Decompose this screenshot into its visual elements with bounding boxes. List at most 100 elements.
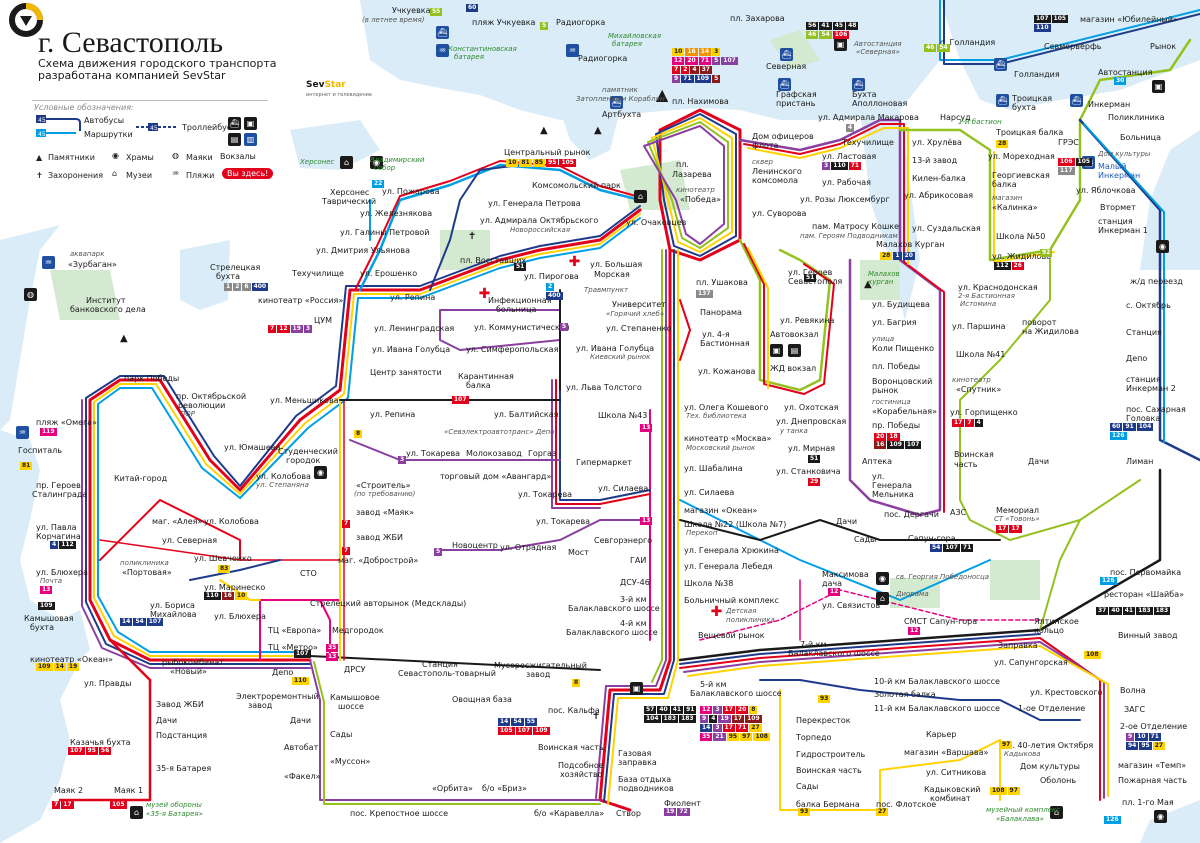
route-number-badge: 3 <box>303 325 313 333</box>
route-number-badge: 71 <box>681 75 694 83</box>
station-label: СМСТ Сапун-гора <box>904 617 978 626</box>
legend-minibus-num: 45 <box>38 131 46 138</box>
route-number-badge: 71 <box>848 162 862 170</box>
station-label: городок <box>286 456 321 465</box>
station-label: ДСУ-46 <box>620 578 650 587</box>
route-number-badge: 54 <box>511 718 524 726</box>
station-label: Автовокзал <box>770 330 819 339</box>
station-label: Лазарева <box>672 170 712 179</box>
station-label: магазин «Океан» <box>684 506 758 515</box>
station-label: пляж «Омега» <box>36 418 98 427</box>
route-bundle-southwest <box>58 289 691 805</box>
route-number-badge: 7 <box>965 419 974 427</box>
route-number-badge: 183 <box>679 715 696 723</box>
station-label: Стрелецкая <box>210 263 261 272</box>
route-number-badge: 3 <box>713 706 722 714</box>
route-number-badge: 4 <box>50 541 59 549</box>
station-label: Воинская часть <box>538 743 604 752</box>
station-label: Воронцовский <box>872 377 933 386</box>
route-number-badge: 71 <box>1148 733 1161 741</box>
route-badge-group: 110 <box>1034 24 1051 32</box>
route-number-badge: 54 <box>937 44 950 52</box>
station-label: ул. Хрулёва <box>912 138 962 147</box>
station-label: «Спутник» <box>956 385 1002 394</box>
station-label: ул. 4-я <box>702 330 730 339</box>
route-number-badge: 10 <box>672 48 685 56</box>
station-label: ул. Горпищенко <box>950 408 1018 417</box>
station-label: 1-ое Отделение <box>1018 704 1086 713</box>
route-number-badge: 37 <box>1096 607 1109 615</box>
station-label: ЖД вокзал <box>770 364 817 373</box>
route-number-badge: 9 <box>672 75 681 83</box>
station-label: пл. 40-летия Октября <box>1002 741 1094 750</box>
station-label: Камышовое <box>330 693 380 702</box>
burial-icon: ✝ <box>36 171 43 180</box>
route-number-badge: 109 <box>533 727 550 735</box>
station-label: пл. <box>676 160 689 169</box>
station-label: бухта <box>216 272 240 281</box>
station-label: Панорама <box>700 308 742 317</box>
route-number-badge: 107 <box>721 57 738 65</box>
route-number-badge: 28 <box>880 252 893 260</box>
station-label: банковского дела <box>70 305 146 314</box>
route-badge-group: 29 <box>808 478 821 486</box>
monument-icon: ▲ <box>120 333 128 344</box>
route-number-badge: 10 <box>1135 733 1148 741</box>
station-label: Ленинского <box>752 167 802 176</box>
station-label: ул. Силаева <box>598 484 649 493</box>
route-number-badge: 85 <box>532 159 546 167</box>
station-label: памятник <box>602 86 638 94</box>
station-label: Створ <box>616 809 641 818</box>
station-label: Дачи <box>836 517 858 526</box>
station-label: на Жидилова <box>1022 327 1079 336</box>
route-number-badge: 10 <box>506 159 519 167</box>
station-label: ул. Колобова <box>204 517 259 526</box>
station-label: ул. Суворова <box>752 209 807 218</box>
route-badge-group: 105 <box>110 801 127 809</box>
station-label: ул. Меньшикова <box>270 396 339 405</box>
station-label: магазин «Юбилейный» <box>1080 15 1178 24</box>
station-label: «Портовая» <box>122 568 172 577</box>
route-badge-group: 117 <box>1058 167 1075 175</box>
station-label: Гидростроитель <box>796 750 866 759</box>
station-label: ул. Адмирала Октябрьского <box>480 216 599 225</box>
station-label: «Новый» <box>170 667 207 676</box>
route-number-badge: 137 <box>696 290 713 298</box>
route-badge-group: 5 <box>540 22 549 30</box>
route-number-badge: 2 <box>546 283 555 291</box>
station-label: Балаклавского шоссе <box>568 604 660 613</box>
route-number-badge: 60 <box>1110 423 1123 431</box>
station-label: ул. Ленинградская <box>374 324 455 333</box>
route-number-badge: 41 <box>819 22 832 30</box>
route-badge-group: 126 <box>1110 432 1127 440</box>
station-label: ул. Абрикосовая <box>904 191 974 200</box>
route-number-badge: 40 <box>1109 607 1122 615</box>
station-label: Аполлоновая <box>852 99 908 108</box>
route-number-badge: 37 <box>699 66 712 74</box>
station-label: пляж Учкуевка <box>472 18 536 27</box>
station-label: ул. Кожанова <box>698 367 756 376</box>
station-label: ул. Олега Кошевого <box>684 403 769 412</box>
station-label: Маяк 1 <box>114 786 144 795</box>
station-label: «Горячий хлеб» <box>606 310 665 318</box>
station-label: Владимирский <box>370 156 425 164</box>
station-label: Новороссийская <box>510 226 571 234</box>
station-label: музей обороны <box>146 801 202 809</box>
station-label: поликлиника <box>726 616 775 624</box>
station-label: Лиман <box>1126 457 1154 466</box>
route-number-badge: 400 <box>546 292 563 300</box>
station-label: ГАИ <box>630 556 647 565</box>
station-label: ул. Репина <box>370 410 416 419</box>
route-number-badge: 109 <box>36 663 53 671</box>
route-number-badge: 95 <box>1139 742 1152 750</box>
route-number-badge: 106 <box>832 31 850 39</box>
route-badge-group: 22 <box>372 180 385 188</box>
station-label: Камышовая <box>24 614 74 623</box>
station-label: Головка <box>1126 414 1161 423</box>
station-label: магазин «Темп» <box>1118 761 1187 770</box>
